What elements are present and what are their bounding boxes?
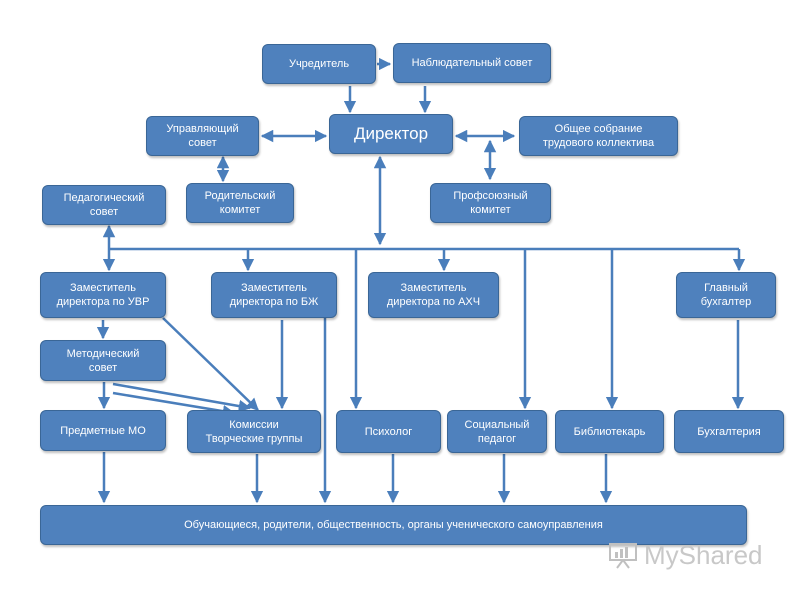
node-chief-accountant: Главный бухгалтер bbox=[676, 272, 776, 318]
node-commissions: Комиссии Творческие группы bbox=[187, 410, 321, 453]
node-pedagogical-council: Педагогический совет bbox=[42, 185, 166, 225]
presentation-icon bbox=[609, 543, 637, 569]
watermark: MyShared bbox=[608, 538, 788, 572]
node-union-committee: Профсоюзный комитет bbox=[430, 183, 551, 223]
watermark-text: MyShared bbox=[644, 539, 763, 570]
arrow-uvr-commissions bbox=[162, 317, 259, 411]
node-deputy-bzh: Заместитель директора по БЖ bbox=[211, 272, 337, 318]
node-deputy-ahch: Заместитель директора по АХЧ bbox=[368, 272, 499, 318]
node-parent-committee: Родительский комитет bbox=[186, 183, 294, 223]
node-governing-board: Управляющий совет bbox=[146, 116, 259, 156]
arrow-methodical-commissions-2 bbox=[112, 391, 236, 418]
node-supervisory-board: Наблюдательный совет bbox=[393, 43, 551, 83]
node-bottom: Обучающиеся, родители, общественность, о… bbox=[40, 505, 747, 545]
node-director: Директор bbox=[329, 114, 453, 154]
node-methodical-council: Методический совет bbox=[40, 340, 166, 381]
node-accounting: Бухгалтерия bbox=[674, 410, 784, 453]
node-social-pedagog: Социальный педагог bbox=[447, 410, 547, 453]
node-general-meeting: Общее собрание трудового коллектива bbox=[519, 116, 678, 156]
node-librarian: Библиотекарь bbox=[555, 410, 664, 453]
node-founder: Учредитель bbox=[262, 44, 376, 84]
node-subject-mo: Предметные МО bbox=[40, 410, 166, 451]
node-psychologist: Психолог bbox=[336, 410, 441, 453]
arrow-methodical-commissions-1 bbox=[112, 382, 252, 413]
node-deputy-uvr: Заместитель директора по УВР bbox=[40, 272, 166, 318]
